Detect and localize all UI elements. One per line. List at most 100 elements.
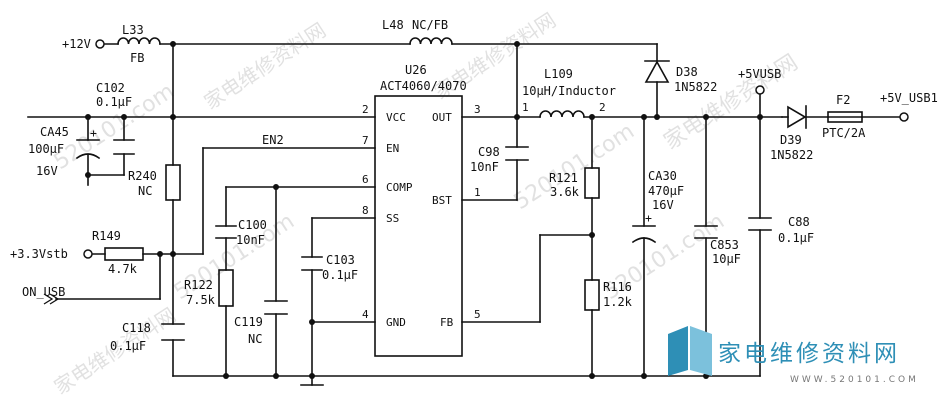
ic-u26	[374, 95, 463, 357]
terminal-3v3stb	[83, 249, 93, 259]
logo-mark-icon	[668, 326, 688, 376]
volt-ca30: 16V	[652, 198, 674, 212]
capacitor-c98	[505, 146, 529, 161]
val-l48: NC/FB	[412, 18, 448, 32]
ic-ref: U26	[405, 63, 427, 77]
logo-mark-icon-2	[690, 326, 712, 376]
ref-f2: F2	[836, 93, 850, 107]
junctions	[85, 41, 763, 379]
net-label-en2: EN2	[262, 133, 284, 147]
capacitor-c102	[113, 139, 135, 155]
ref-l48: L48	[382, 18, 404, 32]
ref-d38: D38	[676, 65, 698, 79]
resistor-r122	[218, 269, 234, 307]
pin-num-en: 7	[362, 134, 369, 147]
resistor-r121	[584, 167, 600, 199]
terminal-5vusb	[755, 85, 765, 95]
net-label-12v: +12V	[62, 37, 91, 51]
net-label-5vusb: +5VUSB	[738, 67, 781, 81]
pin-name-fb: FB	[440, 316, 454, 329]
val-d38: 1N5822	[674, 80, 717, 94]
logo-url: WWW.520101.COM	[790, 375, 919, 385]
val-c103: 0.1μF	[322, 268, 358, 282]
ref-r122: R122	[184, 278, 213, 292]
pin-name-gnd: GND	[386, 316, 406, 329]
volt-ca45: 16V	[36, 164, 58, 178]
capacitor-c118	[161, 323, 185, 341]
val-r121: 3.6k	[550, 185, 580, 199]
watermark-brand-2: 家电维修资料网	[200, 18, 330, 114]
capacitor-c853	[694, 225, 718, 239]
pin-name-out: OUT	[432, 111, 452, 124]
site-logo: 家电维修资料网 WWW.520101.COM	[668, 326, 919, 385]
pin-name-comp: COMP	[386, 181, 413, 194]
l109-pin1: 1	[522, 101, 529, 114]
val-c118: 0.1μF	[110, 339, 146, 353]
polarity-plus: +	[90, 126, 97, 140]
ref-c98: C98	[478, 145, 500, 159]
capacitor-ca45: +	[75, 126, 101, 160]
pin-name-vcc: VCC	[386, 111, 406, 124]
l109-pin2: 2	[599, 101, 606, 114]
capacitor-c119	[264, 300, 288, 315]
ref-r240: R240	[128, 169, 157, 183]
diode-d39	[781, 105, 807, 129]
pin-num-vcc: 2	[362, 103, 369, 116]
ref-c102: C102	[96, 81, 125, 95]
val-c100: 10nF	[236, 233, 265, 247]
ref-c88: C88	[788, 215, 810, 229]
logo-text: 家电维修资料网	[718, 341, 900, 367]
ref-c119: C119	[234, 315, 263, 329]
fuse-f2	[827, 111, 863, 123]
capacitor-c103	[301, 256, 323, 271]
val-l33: FB	[130, 51, 144, 65]
watermark-site-3: 520101.com	[510, 119, 639, 215]
net-label-3v3stb: +3.3Vstb	[10, 247, 68, 261]
pin-num-comp: 6	[362, 173, 369, 186]
ref-r121: R121	[549, 171, 578, 185]
resistor-r116	[584, 279, 600, 311]
net-label-5v-usb1: +5V_USB1	[880, 91, 938, 105]
ref-ca45: CA45	[40, 125, 69, 139]
terminals	[83, 39, 909, 259]
pin-num-fb: 5	[474, 308, 481, 321]
val-r149: 4.7k	[108, 262, 138, 276]
val-f2: PTC/2A	[822, 126, 866, 140]
pin-name-en: EN	[386, 142, 399, 155]
ref-c103: C103	[326, 253, 355, 267]
val-r240: NC	[138, 184, 152, 198]
ref-r116: R116	[603, 280, 632, 294]
resistor-r149	[104, 247, 144, 261]
terminal-5v-usb1	[899, 112, 909, 122]
resistor-r240	[165, 164, 181, 201]
pin-num-bst: 1	[474, 186, 481, 199]
on-usb-arrow	[43, 293, 60, 305]
ref-d39: D39	[780, 133, 802, 147]
inductor-l33	[117, 37, 161, 45]
ref-ca30: CA30	[648, 169, 677, 183]
ic-part: ACT4060/4070	[380, 79, 467, 93]
val-d39: 1N5822	[770, 148, 813, 162]
pin-name-bst: BST	[432, 194, 452, 207]
inductor-l48	[409, 37, 453, 45]
pin-name-ss: SS	[386, 212, 399, 225]
val-c88: 0.1μF	[778, 231, 814, 245]
pin-num-out: 3	[474, 103, 481, 116]
val-ca30: 470μF	[648, 184, 684, 198]
val-l109: 10μH/Inductor	[522, 84, 616, 98]
val-c119: NC	[248, 332, 262, 346]
pin-num-ss: 8	[362, 204, 369, 217]
capacitor-c88	[748, 217, 772, 231]
ref-l33: L33	[122, 23, 144, 37]
ref-c118: C118	[122, 321, 151, 335]
net-label-on-usb: ON_USB	[22, 285, 65, 299]
ref-c100: C100	[238, 218, 267, 232]
capacitor-ca30: +	[631, 211, 657, 244]
val-r122: 7.5k	[186, 293, 216, 307]
val-c853: 10μF	[712, 252, 741, 266]
polarity-plus-ca30: +	[645, 211, 652, 225]
val-r116: 1.2k	[603, 295, 633, 309]
ref-l109: L109	[544, 67, 573, 81]
capacitor-c100	[215, 225, 237, 239]
